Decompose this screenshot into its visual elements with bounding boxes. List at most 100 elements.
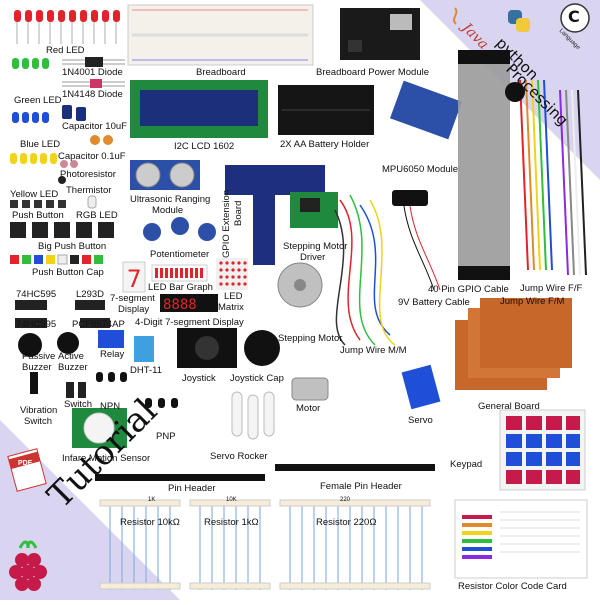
svg-text:7: 7	[127, 265, 141, 293]
label-breadboard-power-module: Breadboard Power Module	[316, 67, 430, 78]
label-9v-battery-cable: 9V Battery Cable	[398, 297, 470, 308]
label-1n4148-diode: 1N4148 Diode	[62, 89, 123, 100]
joystick-module	[177, 328, 237, 368]
label-jump-wire-ff: Jump Wire F/F	[520, 283, 583, 294]
i2c-lcd	[130, 80, 268, 138]
resistors	[109, 505, 423, 590]
npn-transistors	[96, 372, 127, 382]
label-big-push-button: Big Push Button	[38, 241, 107, 252]
label-battery-holder: 2X AA Battery Holder	[280, 139, 370, 150]
label-jump-wire-fm: Jump Wire F/M	[500, 296, 565, 307]
label-led-matrix-2: Matrix	[218, 302, 244, 313]
four-digit-display: 8888	[160, 294, 218, 313]
joystick-cap	[244, 330, 280, 366]
label-pnp: PNP	[156, 431, 176, 442]
label-l293d: L293D	[76, 289, 104, 300]
label-infrared-sensor: Infare Motion Sensor	[62, 453, 151, 464]
python-logo-icon	[508, 10, 530, 32]
vibration-switch	[30, 372, 38, 394]
pin-header-strip	[95, 474, 265, 481]
jump-wire-fm	[559, 89, 587, 276]
capacitor-0-1uf	[90, 135, 113, 145]
keypad	[499, 409, 586, 491]
label-rgb-led: RGB LED	[76, 210, 118, 221]
label-mpu6050: MPU6050 Module	[382, 164, 459, 175]
label-resistor-10k: Resistor 10kΩ	[120, 517, 180, 528]
rgb-led	[87, 195, 97, 209]
label-switch: Switch	[64, 399, 92, 410]
label-blue-led: Blue LED	[20, 139, 61, 150]
mpu6050-module	[390, 80, 462, 140]
label-strip-1k: 1K	[148, 497, 156, 503]
capacitor-10uf	[62, 105, 86, 121]
led-matrix	[216, 258, 248, 290]
label-thermistor: Thermistor	[66, 185, 112, 196]
big-push-buttons	[10, 222, 114, 238]
blue-led-row	[12, 112, 49, 123]
label-strip-10k: 10K	[226, 497, 237, 503]
label-capacitor-0-1uf: Capacitor 0.1uF	[58, 151, 126, 162]
label-breadboard: Breadboard	[196, 67, 246, 78]
c-language-icon	[560, 3, 590, 33]
label-gpio-board-1: GPIO Extension	[221, 189, 232, 258]
svg-text:8888: 8888	[163, 297, 197, 313]
label-vibration-1: Vibration	[20, 405, 58, 416]
label-active-buzzer-2: Buzzer	[58, 362, 88, 373]
label-resistor-220: Resistor 220Ω	[316, 517, 377, 528]
active-buzzer	[57, 332, 79, 354]
label-ultrasonic-2: Module	[152, 205, 184, 216]
stepping-motor	[277, 262, 323, 308]
push-buttons	[10, 200, 66, 208]
pnp-transistors	[145, 398, 178, 408]
push-button-caps	[10, 254, 103, 265]
potentiometers	[143, 217, 216, 241]
diode-1n4148	[62, 79, 125, 88]
thermistor	[58, 176, 66, 184]
label-74hc595-a: 74HC595	[16, 289, 57, 300]
slide-switches	[66, 382, 86, 398]
label-passive-buzzer-1: Passive	[22, 351, 56, 362]
label-7-segment-1: 7-segment	[110, 293, 155, 304]
resistor-color-code-card	[454, 499, 588, 579]
label-1n4001-diode: 1N4001 Diode	[62, 67, 123, 78]
dc-motor	[291, 377, 329, 401]
label-jump-wire-mm: Jump Wire M/M	[340, 345, 407, 356]
led-bar-graph	[151, 264, 208, 282]
label-resistor-1k: Resistor 1kΩ	[204, 517, 259, 528]
general-boards	[455, 298, 572, 390]
nine-volt-battery-cable	[392, 190, 441, 291]
servo-rockers	[231, 391, 275, 440]
passive-buzzer	[18, 333, 42, 357]
female-pin-header-strip	[275, 464, 435, 471]
label-motor: Motor	[296, 403, 321, 414]
ic-chips	[15, 300, 110, 328]
java-logo-icon	[453, 7, 458, 25]
label-npn: NPN	[100, 401, 121, 412]
servo	[401, 364, 441, 410]
jump-wire-bundle	[334, 194, 396, 346]
battery-holder	[278, 85, 374, 135]
bottom-left-band	[0, 420, 180, 600]
label-general-board: General Board	[478, 401, 540, 412]
relay	[98, 330, 124, 348]
photoresistor	[60, 160, 78, 168]
label-green-led: Green LED	[14, 95, 62, 106]
label-led-matrix-1: LED	[224, 291, 243, 302]
label-red-led: Red LED	[46, 45, 85, 56]
label-passive-buzzer-2: Buzzer	[22, 362, 52, 373]
label-joystick-cap: Joystick Cap	[230, 373, 284, 384]
label-photoresistor: Photoresistor	[60, 169, 116, 180]
stepping-motor-driver	[290, 192, 338, 228]
label-yellow-led: Yellow LED	[10, 189, 59, 200]
label-servo: Servo	[408, 415, 433, 426]
jump-wire-ff	[519, 79, 553, 271]
label-i2c-lcd: I2C LCD 1602	[174, 141, 235, 152]
label-active-buzzer-1: Active	[58, 351, 84, 362]
label-push-button: Push Button	[12, 210, 64, 221]
label-stepping-motor: Stepping Motor	[278, 333, 343, 344]
gpio-ribbon-cable	[458, 50, 510, 280]
red-led-row	[14, 10, 120, 44]
label-74hc595-b: 74HC595	[16, 319, 57, 330]
